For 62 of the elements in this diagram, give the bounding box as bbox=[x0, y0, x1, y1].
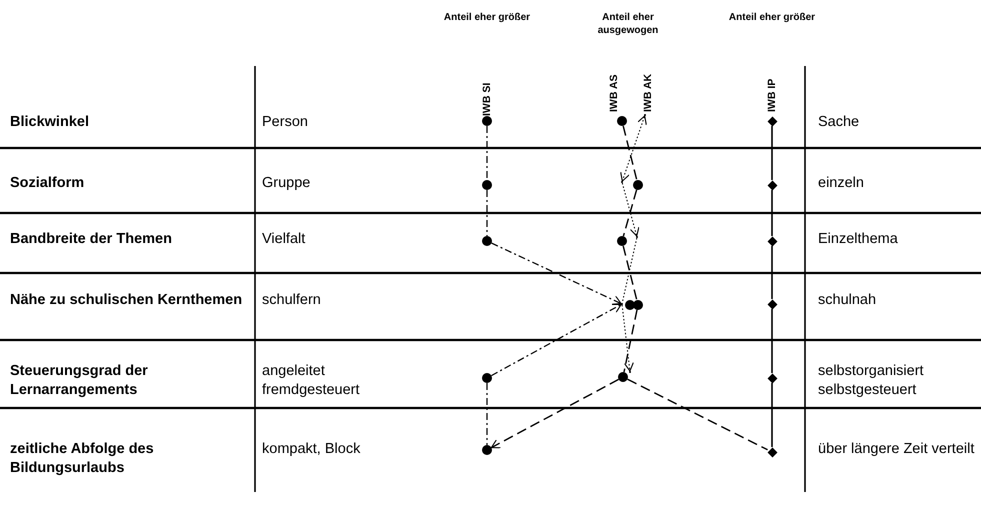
data-point bbox=[633, 180, 643, 190]
profile-arrow bbox=[490, 378, 619, 448]
profile-line bbox=[622, 246, 638, 300]
data-point bbox=[482, 236, 492, 246]
data-point bbox=[482, 180, 492, 190]
pole-label: schulfern bbox=[262, 291, 322, 310]
pole-label: Sache bbox=[818, 113, 860, 132]
data-point bbox=[767, 299, 777, 309]
pole-label: Vielfalt bbox=[262, 230, 306, 249]
data-point bbox=[767, 116, 777, 126]
profile-line bbox=[771, 382, 773, 448]
profile-line bbox=[623, 310, 638, 372]
data-point bbox=[617, 116, 627, 126]
data-point bbox=[617, 236, 627, 246]
series-label: IWB SI bbox=[481, 82, 493, 116]
pole-label: kompakt, Block bbox=[262, 440, 362, 459]
data-point bbox=[482, 116, 492, 126]
row-heading: Blickwinkel bbox=[10, 113, 90, 132]
series-label: IWB AK bbox=[642, 74, 654, 112]
profile-arrow bbox=[491, 304, 622, 376]
column-heading: Anteil eher ausgewogen bbox=[596, 11, 660, 37]
profile-line bbox=[486, 383, 488, 445]
row-heading: zeitliche Abfolge des Bildungsurlaubs bbox=[10, 440, 155, 478]
row-heading: Sozialform bbox=[10, 174, 86, 193]
data-point bbox=[767, 447, 777, 457]
profile-line bbox=[622, 238, 638, 304]
data-point bbox=[618, 372, 628, 382]
pole-label: schulnah bbox=[818, 291, 878, 310]
profile-line bbox=[771, 246, 773, 300]
series-label: IWB IP bbox=[766, 78, 778, 112]
data-point bbox=[482, 373, 492, 383]
pole-label: über längere Zeit verteilt bbox=[818, 440, 976, 459]
profile-line bbox=[771, 126, 773, 180]
pole-label: Einzelthema bbox=[818, 230, 899, 249]
pole-label: selbstorganisiert selbstgesteuert bbox=[818, 362, 925, 400]
column-heading: Anteil eher größer bbox=[442, 11, 532, 24]
profile-arrow bbox=[622, 304, 634, 372]
pole-label: angeleitet fremdgesteuert bbox=[262, 362, 361, 400]
column-heading: Anteil eher größer bbox=[728, 11, 816, 24]
data-point bbox=[625, 300, 635, 310]
profile-line bbox=[622, 126, 638, 180]
series-label: IWB AS bbox=[608, 74, 620, 112]
profile-arrow bbox=[491, 242, 622, 305]
profile-line bbox=[627, 378, 768, 450]
profile-line bbox=[622, 190, 638, 236]
profile-arrow bbox=[620, 115, 647, 182]
profile-line bbox=[771, 308, 773, 374]
profile-line bbox=[771, 190, 773, 236]
profile-line bbox=[486, 126, 488, 180]
data-point bbox=[767, 180, 777, 190]
data-point bbox=[482, 445, 492, 455]
data-point bbox=[633, 300, 643, 310]
pole-label: Person bbox=[262, 113, 309, 132]
row-heading: Nähe zu schulischen Kernthemen bbox=[10, 291, 244, 310]
row-heading: Steuerungsgrad der Lernarrangements bbox=[10, 362, 149, 400]
profile-line bbox=[486, 190, 488, 236]
pole-label: einzeln bbox=[818, 174, 865, 193]
profile-arrow bbox=[622, 182, 640, 237]
pole-label: Gruppe bbox=[262, 174, 312, 193]
row-heading: Bandbreite der Themen bbox=[10, 230, 173, 249]
data-point bbox=[767, 236, 777, 246]
data-point bbox=[767, 373, 777, 383]
